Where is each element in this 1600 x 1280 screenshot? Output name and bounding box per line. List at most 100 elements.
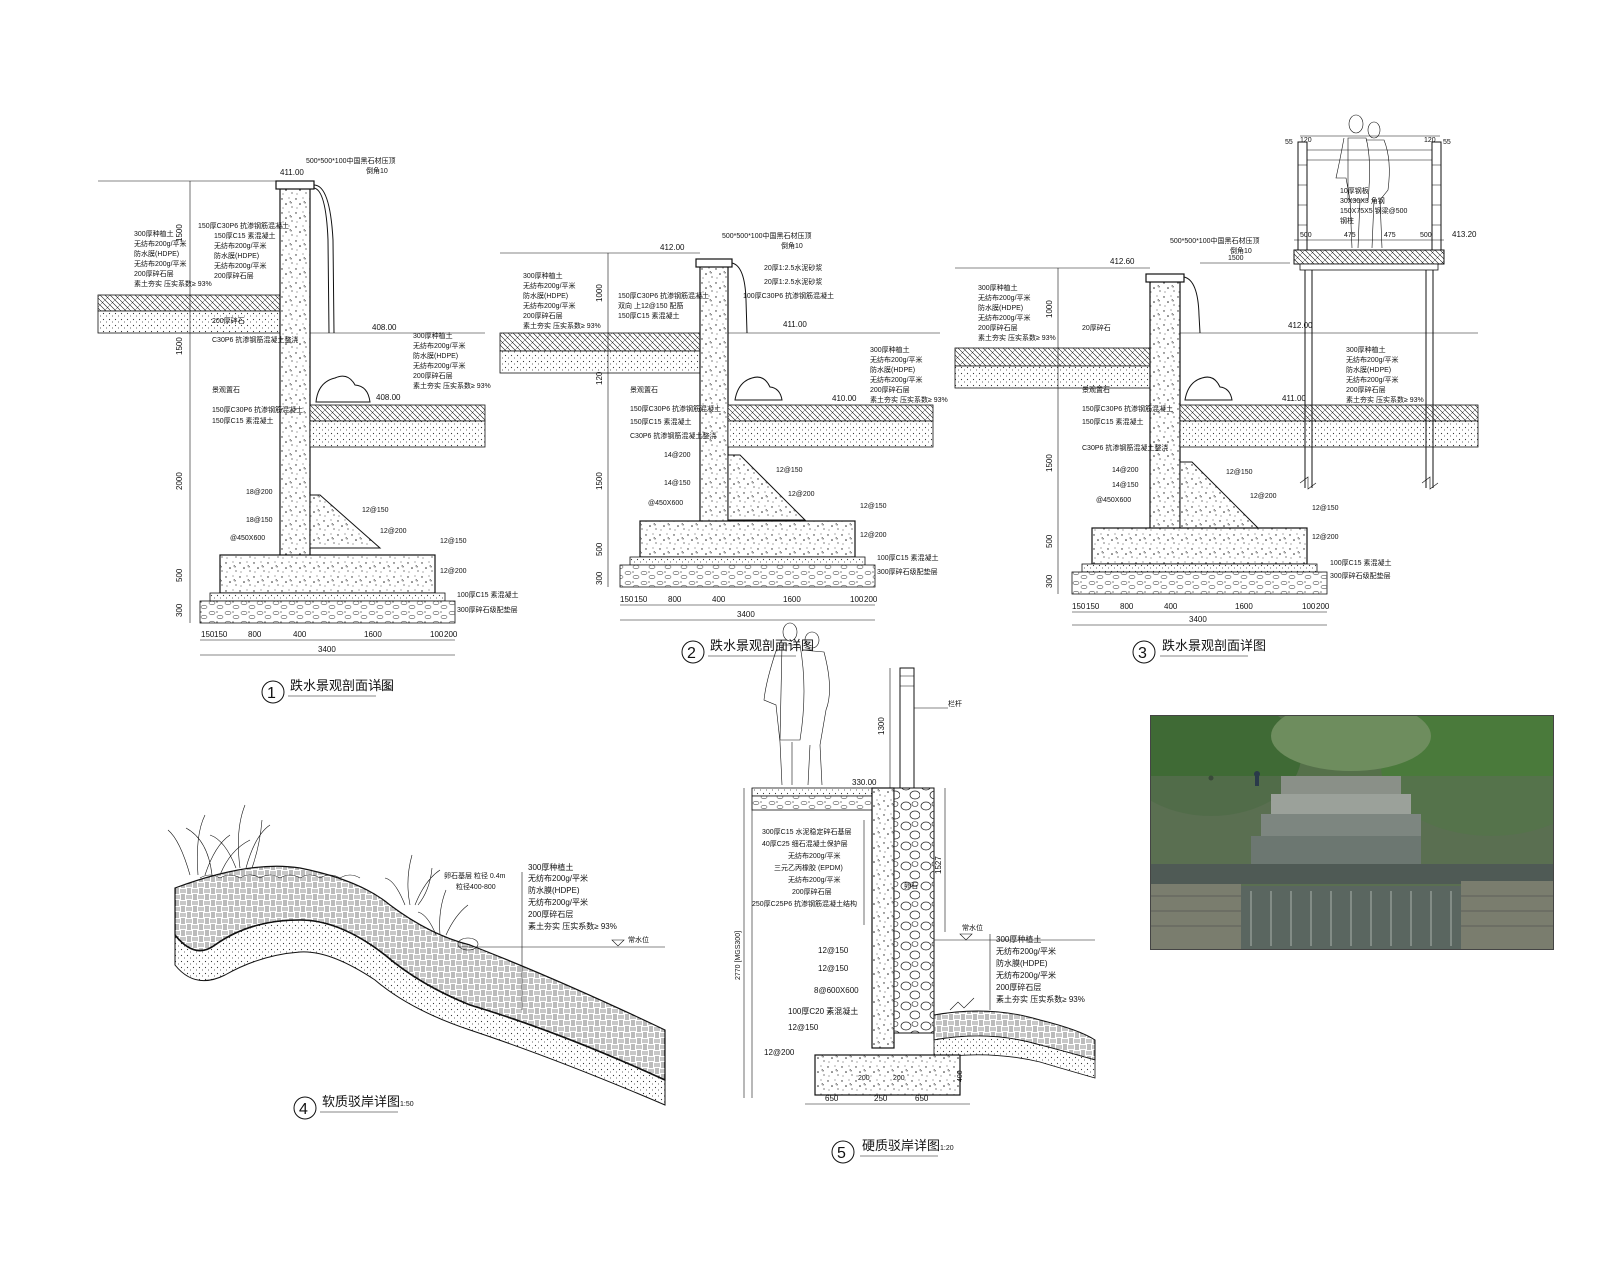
dim-label: 2770 [MGS300] <box>735 931 742 980</box>
railing-post <box>1431 141 1442 251</box>
gabion-wall <box>1461 881 1553 949</box>
dim-label: 150 <box>634 595 648 604</box>
groundcover <box>199 874 361 879</box>
railing <box>1297 141 1442 251</box>
dim-label: 250 <box>874 1094 888 1103</box>
rebar-label: @450X600 <box>230 535 265 542</box>
footing <box>639 520 856 558</box>
detail-number: 2 <box>687 645 696 662</box>
dims-v-2: 1000 120 1500 500 300 <box>595 284 604 585</box>
dim-label: 2000 <box>175 472 184 490</box>
dim-label: 500 <box>1300 232 1312 239</box>
rebar-label: 12@150 <box>362 507 389 514</box>
gravel-subbase <box>933 1035 1096 1079</box>
plant <box>167 814 251 876</box>
gravel-layer <box>499 350 701 374</box>
dim-label: 800 <box>668 595 682 604</box>
stone-label: 卵石 <box>904 881 918 890</box>
elevation-label: 411.00 <box>280 168 304 177</box>
railing-post <box>1297 141 1308 251</box>
buttress <box>309 494 382 549</box>
detail-title: 硬质驳岸详图 <box>862 1138 940 1153</box>
dim-label: 200 <box>893 1075 905 1082</box>
layer-label: 无纺布200g/平米 <box>413 341 466 350</box>
dim-label: 150 <box>620 595 634 604</box>
dim-label: 1600 <box>364 630 382 639</box>
layer-label: 200厚碎石层 <box>214 271 254 280</box>
layer-label: 无纺布200g/平米 <box>528 897 588 907</box>
base-label: 300厚碎石级配垫层 <box>1330 571 1391 580</box>
base-label: 100厚C15 素混凝土 <box>457 590 518 599</box>
wall-labels-2: 150厚C30P6 抗渗钢筋混凝土 双向 上12@150 配筋 150厚C15 … <box>618 291 709 320</box>
layer-label: 景观置石 <box>1082 386 1110 394</box>
layer-label: 防水膜(HDPE) <box>996 958 1048 968</box>
dim-label: 3400 <box>737 610 755 619</box>
layer-label: 无纺布200g/平米 <box>134 239 187 248</box>
layer-label: 粒径400-800 <box>456 882 496 891</box>
elevation-label: 330.00 <box>852 778 877 787</box>
rebar-label: 14@150 <box>664 480 691 487</box>
layer-label: 无纺布200g/平米 <box>978 313 1031 322</box>
layer-label: 150厚C15 素混凝土 <box>630 417 691 426</box>
dim-label: 500 <box>175 568 184 582</box>
layer-label: 无纺布200g/平米 <box>870 375 923 384</box>
layer-label: 20厚碎石 <box>1082 323 1111 332</box>
rebar-label: 18@150 <box>246 517 273 524</box>
dim-label: 150 <box>214 630 228 639</box>
layer-label: 200厚碎石层 <box>870 385 910 394</box>
detail-scale: 1:30 <box>378 685 392 692</box>
rebar-labels-1: 18@200 18@150 @450X600 12@150 12@200 12@… <box>230 489 518 614</box>
detail-title: 跌水景观剖面详图 <box>710 638 814 653</box>
rebar-label: 8@600X600 <box>814 986 859 995</box>
base-label: 100厚C15 素混凝土 <box>1330 558 1391 567</box>
dim-label: 400 <box>293 630 307 639</box>
layer-label: 无纺布200g/平米 <box>523 281 576 290</box>
waterfall-curve <box>1183 276 1201 334</box>
layer-label: 200厚碎石 <box>212 316 245 325</box>
weir-labels-2: 20厚1:2.5水泥砂浆 20厚1:2.5水泥砂浆 100厚C30P6 抗渗钢筋… <box>743 263 834 300</box>
elevation-label: 410.00 <box>832 394 857 403</box>
detail-number: 4 <box>299 1101 308 1118</box>
bridge-label: 10厚钢板 <box>1340 186 1369 195</box>
figure-head <box>1348 114 1364 134</box>
layer-label: 300厚种植土 <box>413 331 453 340</box>
layer-label: C30P6 抗渗钢筋混凝土整浇 <box>212 335 298 344</box>
layer-label: 素土夯实 压实系数≥ 93% <box>528 921 617 931</box>
dim-label: 1500 <box>175 337 184 355</box>
layer-label: 150厚C15 素混凝土 <box>1082 417 1143 426</box>
person-figure <box>1208 775 1214 781</box>
dim-label: 1500 <box>1228 255 1244 262</box>
top-note: 500*500*100中国黑石材压顶 <box>306 156 396 165</box>
layer-label: 素土夯实 压实系数≥ 93% <box>134 279 212 288</box>
layer-label: 无纺布200g/平米 <box>134 259 187 268</box>
bridge-label: 钢柱 <box>1340 216 1354 225</box>
rebar-label: 18@200 <box>246 489 273 496</box>
layer-label: 100厚C30P6 抗渗钢筋混凝土 <box>743 291 834 300</box>
figure-head <box>1367 121 1381 139</box>
planting-layer <box>97 294 281 312</box>
waterfall-curve <box>731 262 748 334</box>
cascade-step <box>1271 794 1411 814</box>
left-labels-1: 300厚种植土 无纺布200g/平米 防水膜(HDPE) 无纺布200g/平米 … <box>134 229 212 288</box>
dim-label: 100 <box>430 630 444 639</box>
rebar-label: @450X600 <box>1096 497 1131 504</box>
layer-label: 素土夯实 压实系数≥ 93% <box>1346 395 1424 404</box>
bridge-label: 150X75X5 钢梁@500 <box>1340 206 1408 215</box>
dim-label: 1300 <box>877 717 886 735</box>
detail-scale: 1:20 <box>940 1145 954 1152</box>
dim-label: 650 <box>915 1094 929 1103</box>
layer-label: 300厚种植土 <box>870 345 910 354</box>
base-layer <box>751 795 873 811</box>
person-figure <box>1255 776 1259 786</box>
dim-label: 200 <box>444 630 458 639</box>
break-mark <box>1299 476 1439 490</box>
gravel-base <box>619 564 876 588</box>
layer-label: 无纺布200g/平米 <box>214 241 267 250</box>
layer-label: C30P6 抗渗钢筋混凝土整浇 <box>1082 443 1168 452</box>
rebar-labels-3: 14@200 14@150 @450X600 12@150 12@200 12@… <box>1096 467 1391 580</box>
bridge-labels: 10厚钢板 30X30X3 角钢 150X75X5 钢梁@500 钢柱 <box>1340 186 1408 225</box>
detail-title: 跌水景观剖面详图 <box>290 678 394 693</box>
detail-4: 常水位 卵石基层 粒径 0.4m 粒径400-800 300厚种植土 无纺布20… <box>167 804 666 1120</box>
bridge-beam <box>1299 263 1439 271</box>
layer-label: 200厚碎石层 <box>413 371 453 380</box>
